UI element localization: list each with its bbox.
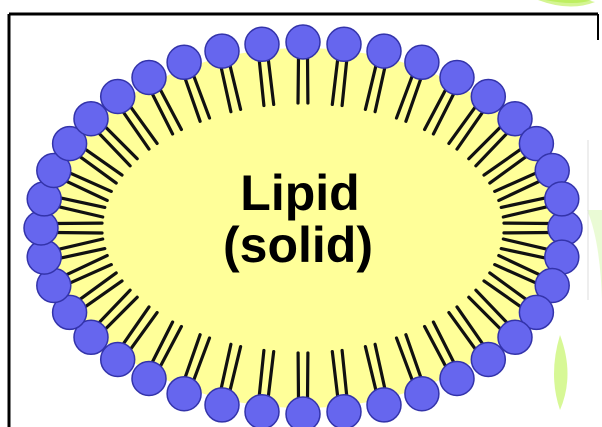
phospholipid-headgroup xyxy=(167,45,201,79)
phospholipid-headgroup xyxy=(367,388,401,422)
phospholipid-headgroup xyxy=(367,34,401,68)
phospholipid-headgroup xyxy=(327,395,361,427)
phospholipid-headgroup xyxy=(132,362,166,396)
phospholipid-headgroup xyxy=(471,343,505,377)
phospholipid-headgroup xyxy=(205,34,239,68)
phospholipid-headgroup xyxy=(471,80,505,114)
phospholipid-headgroup xyxy=(286,397,320,427)
core-label-lipid: Lipid xyxy=(240,165,359,221)
phospholipid-headgroup xyxy=(245,27,279,61)
phospholipid-headgroup xyxy=(545,182,579,216)
phospholipid-headgroup xyxy=(101,343,135,377)
lipid-tail xyxy=(298,56,299,103)
phospholipid-headgroup xyxy=(498,320,532,354)
phospholipid-headgroup xyxy=(327,27,361,61)
phospholipid-headgroup xyxy=(245,395,279,427)
phospholipid-headgroup xyxy=(405,377,439,411)
phospholipid-headgroup xyxy=(101,80,135,114)
phospholipid-headgroup xyxy=(440,362,474,396)
phospholipid-headgroup xyxy=(286,25,320,59)
core-label-solid: (solid) xyxy=(223,217,373,273)
lipid-tail xyxy=(55,233,102,234)
phospholipid-headgroup xyxy=(74,102,108,136)
phospholipid-headgroup xyxy=(440,61,474,95)
phospholipid-headgroup xyxy=(205,388,239,422)
phospholipid-headgroup xyxy=(132,61,166,95)
phospholipid-headgroup xyxy=(167,377,201,411)
phospholipid-headgroup xyxy=(405,45,439,79)
